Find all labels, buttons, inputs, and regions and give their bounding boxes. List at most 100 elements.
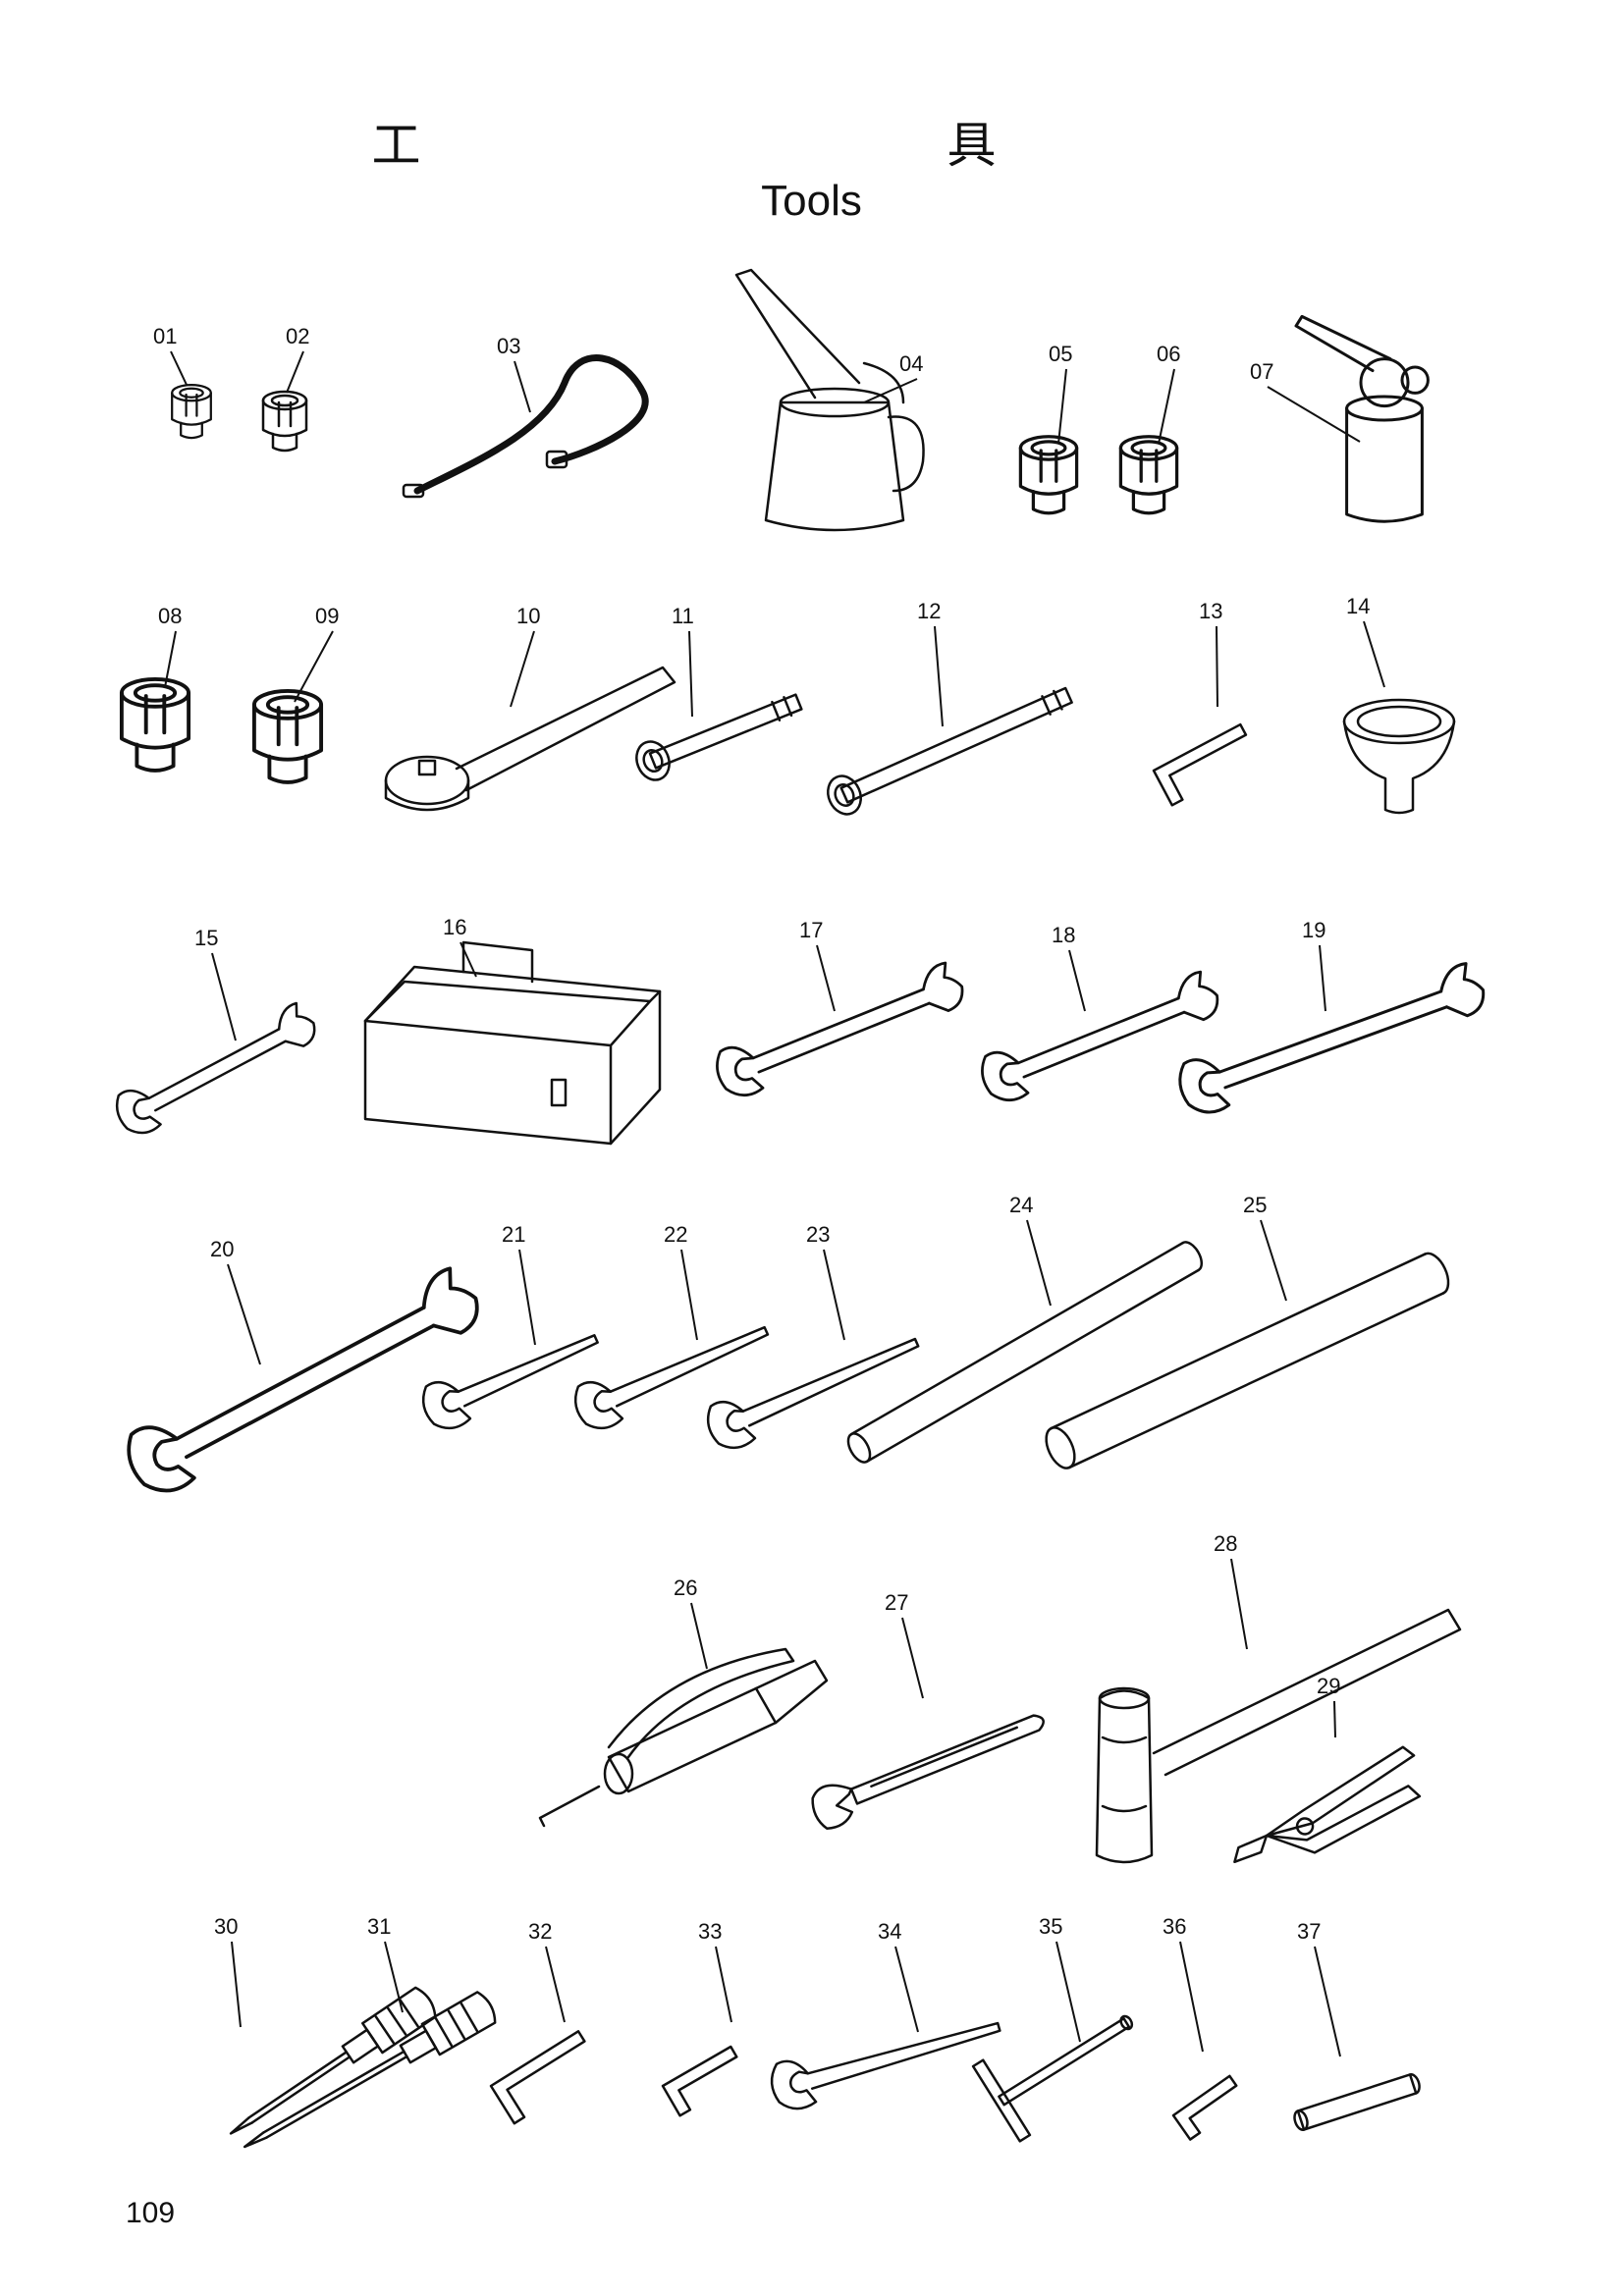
item-number-13: 13 — [1199, 599, 1222, 623]
leader-line-35 — [1055, 1941, 1081, 2043]
tool-screwdriver-30 — [229, 1986, 437, 2135]
leader-line-34 — [894, 1946, 919, 2033]
tool-pipe-bar-25 — [1045, 1252, 1450, 1469]
item-number-14: 14 — [1346, 594, 1370, 618]
leader-line-15 — [211, 952, 237, 1041]
item-number-33: 33 — [698, 1919, 722, 1944]
page-title: Tools — [761, 177, 862, 225]
tool-hex-key-32 — [489, 2030, 586, 2125]
tool-oiler-07 — [1294, 314, 1430, 523]
leader-line-21 — [518, 1249, 536, 1346]
tool-pin-bar-37 — [1293, 2073, 1421, 2131]
leader-line-36 — [1179, 1941, 1204, 2053]
leader-line-03 — [514, 360, 531, 413]
tool-double-open-wrench-18 — [981, 970, 1219, 1102]
tool-hex-key-33 — [661, 2045, 738, 2117]
tool-hex-key-13 — [1152, 722, 1248, 807]
item-number-25: 25 — [1243, 1193, 1267, 1217]
item-number-24: 24 — [1009, 1193, 1033, 1217]
tool-screwdriver-31 — [243, 1991, 497, 2149]
leader-line-14 — [1363, 620, 1385, 688]
tool-hammer-28 — [1095, 1608, 1462, 1864]
item-number-22: 22 — [664, 1222, 687, 1247]
leader-line-31 — [384, 1941, 404, 2013]
item-number-31: 31 — [367, 1914, 391, 1939]
leader-line-20 — [227, 1263, 261, 1365]
tool-hex-key-36 — [1171, 2074, 1238, 2141]
leader-line-06 — [1158, 368, 1175, 445]
leader-line-26 — [690, 1602, 708, 1670]
leader-line-05 — [1057, 368, 1067, 445]
tool-double-open-wrench-19 — [1178, 962, 1486, 1114]
tool-double-open-wrench-15 — [115, 1001, 316, 1135]
leader-line-29 — [1333, 1700, 1336, 1738]
leader-line-24 — [1026, 1219, 1052, 1307]
item-number-07: 07 — [1250, 359, 1273, 384]
leader-line-11 — [688, 630, 693, 718]
tool-pliers-29 — [1233, 1745, 1422, 1864]
tool-oil-can-04 — [734, 268, 925, 532]
tool-socket-05 — [1018, 435, 1079, 515]
item-number-36: 36 — [1163, 1914, 1186, 1939]
leader-line-10 — [510, 630, 535, 708]
tool-single-open-wrench-34 — [770, 2021, 1001, 2110]
tool-double-open-wrench-20 — [127, 1266, 479, 1493]
tool-double-open-wrench-17 — [716, 961, 964, 1097]
tool-single-open-wrench-22 — [573, 1325, 770, 1430]
leader-line-04 — [863, 378, 918, 403]
item-number-04: 04 — [899, 351, 923, 376]
item-number-35: 35 — [1039, 1914, 1062, 1939]
tool-t-handle-35 — [971, 2014, 1134, 2143]
tool-flexible-hose-03 — [402, 354, 649, 499]
tool-ratchet-handle-10 — [384, 666, 676, 812]
tool-socket-02 — [261, 390, 308, 453]
leader-line-17 — [816, 944, 836, 1012]
leader-line-02 — [286, 350, 304, 394]
item-number-23: 23 — [806, 1222, 830, 1247]
item-number-01: 01 — [153, 324, 177, 348]
leader-line-37 — [1314, 1946, 1341, 2057]
leader-line-18 — [1068, 949, 1086, 1012]
tool-socket-09 — [251, 689, 324, 784]
item-number-08: 08 — [158, 604, 182, 628]
leader-line-33 — [715, 1946, 732, 2023]
item-number-03: 03 — [497, 334, 520, 358]
leader-line-09 — [294, 630, 334, 703]
item-number-02: 02 — [286, 324, 309, 348]
leader-line-27 — [901, 1617, 924, 1699]
item-number-05: 05 — [1049, 342, 1072, 366]
tool-funnel-14 — [1342, 698, 1456, 815]
tool-pipe-bar-24 — [846, 1241, 1204, 1464]
item-number-27: 27 — [885, 1590, 908, 1615]
item-number-09: 09 — [315, 604, 339, 628]
page-number: 109 — [126, 2197, 176, 2229]
tool-extension-bar-12 — [827, 686, 1073, 816]
item-number-34: 34 — [878, 1919, 901, 1944]
tool-socket-06 — [1118, 435, 1179, 515]
item-number-28: 28 — [1214, 1531, 1237, 1556]
item-number-29: 29 — [1317, 1674, 1340, 1698]
leader-line-25 — [1260, 1219, 1287, 1302]
leader-line-30 — [231, 1941, 242, 2028]
tool-grease-gun-26 — [538, 1647, 829, 1828]
item-number-21: 21 — [502, 1222, 525, 1247]
leader-line-22 — [680, 1249, 698, 1341]
item-number-30: 30 — [214, 1914, 238, 1939]
item-number-18: 18 — [1052, 923, 1075, 947]
leader-line-28 — [1230, 1558, 1248, 1650]
item-number-26: 26 — [674, 1575, 697, 1600]
tool-adjustable-wrench-27 — [811, 1714, 1045, 1831]
leader-line-01 — [170, 350, 188, 386]
item-number-12: 12 — [917, 599, 941, 623]
item-number-10: 10 — [516, 604, 540, 628]
item-number-16: 16 — [443, 915, 466, 939]
item-number-17: 17 — [799, 918, 823, 942]
tool-single-open-wrench-21 — [421, 1334, 599, 1430]
tool-single-open-wrench-23 — [706, 1337, 920, 1450]
leader-line-19 — [1319, 944, 1326, 1012]
leader-line-12 — [934, 625, 944, 727]
item-number-32: 32 — [528, 1919, 552, 1944]
item-number-20: 20 — [210, 1237, 234, 1261]
